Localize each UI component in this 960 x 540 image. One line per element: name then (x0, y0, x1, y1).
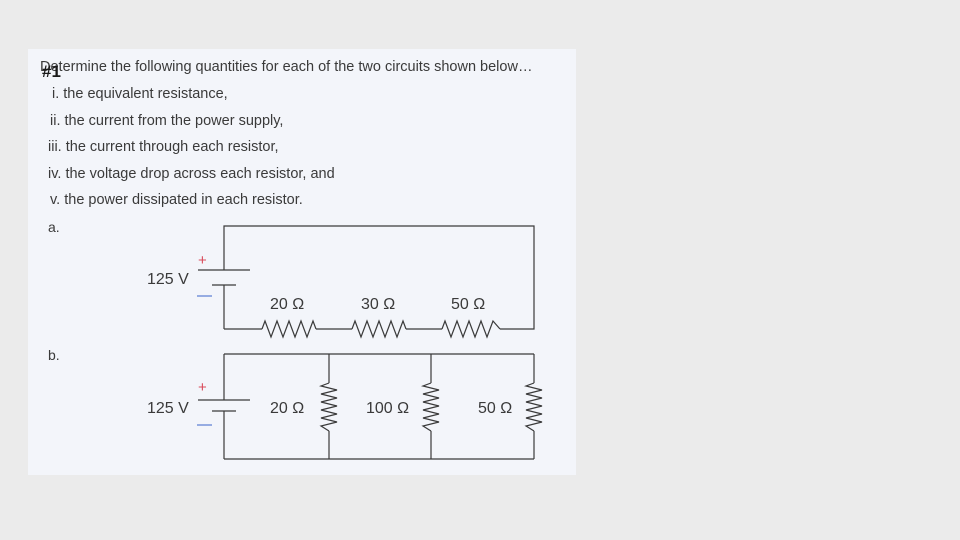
circuit-a-resistor-3 (441, 319, 501, 339)
circuit-a-resistor-1 (261, 319, 317, 339)
circuit-a-resistor-1-label: 20 Ω (270, 296, 304, 313)
question-item-4: iv. the voltage drop across each resisto… (48, 166, 335, 182)
circuit-a-battery (198, 269, 250, 286)
circuit-b-plus-sign: + (198, 379, 207, 396)
circuit-b-resistor-1 (318, 382, 338, 432)
circuit-a-label: a. (48, 219, 60, 235)
circuit-a-resistor-3-label: 50 Ω (451, 296, 485, 313)
slide-number: #1 (42, 62, 61, 81)
circuit-b-voltage: 125 V (147, 400, 189, 417)
circuit-b-resistor-3 (523, 382, 543, 432)
question-item-1: i. the equivalent resistance, (52, 86, 228, 102)
circuit-b-resistor-3-label: 50 Ω (478, 400, 512, 417)
circuit-a-resistor-2-label: 30 Ω (361, 296, 395, 313)
circuit-b-label: b. (48, 347, 60, 363)
circuit-a-resistor-2 (351, 319, 407, 339)
circuit-a-wires (223, 225, 535, 330)
circuit-b-resistor-2 (420, 382, 440, 432)
circuit-a-plus-sign: + (198, 252, 207, 269)
circuit-b-resistor-1-label: 20 Ω (270, 400, 304, 417)
question-item-5: v. the power dissipated in each resistor… (50, 192, 303, 208)
circuit-b-minus-sign: — (197, 416, 212, 433)
question-item-3: iii. the current through each resistor, (48, 139, 279, 155)
content-panel (28, 49, 576, 475)
circuit-a-voltage: 125 V (147, 271, 189, 288)
circuit-b-resistor-2-label: 100 Ω (366, 400, 409, 417)
question-item-2: ii. the current from the power supply, (50, 113, 284, 129)
circuit-b-wires (223, 353, 535, 460)
circuit-b-battery (198, 399, 250, 412)
circuit-a-minus-sign: — (197, 287, 212, 304)
question-prompt: Determine the following quantities for e… (40, 59, 533, 75)
